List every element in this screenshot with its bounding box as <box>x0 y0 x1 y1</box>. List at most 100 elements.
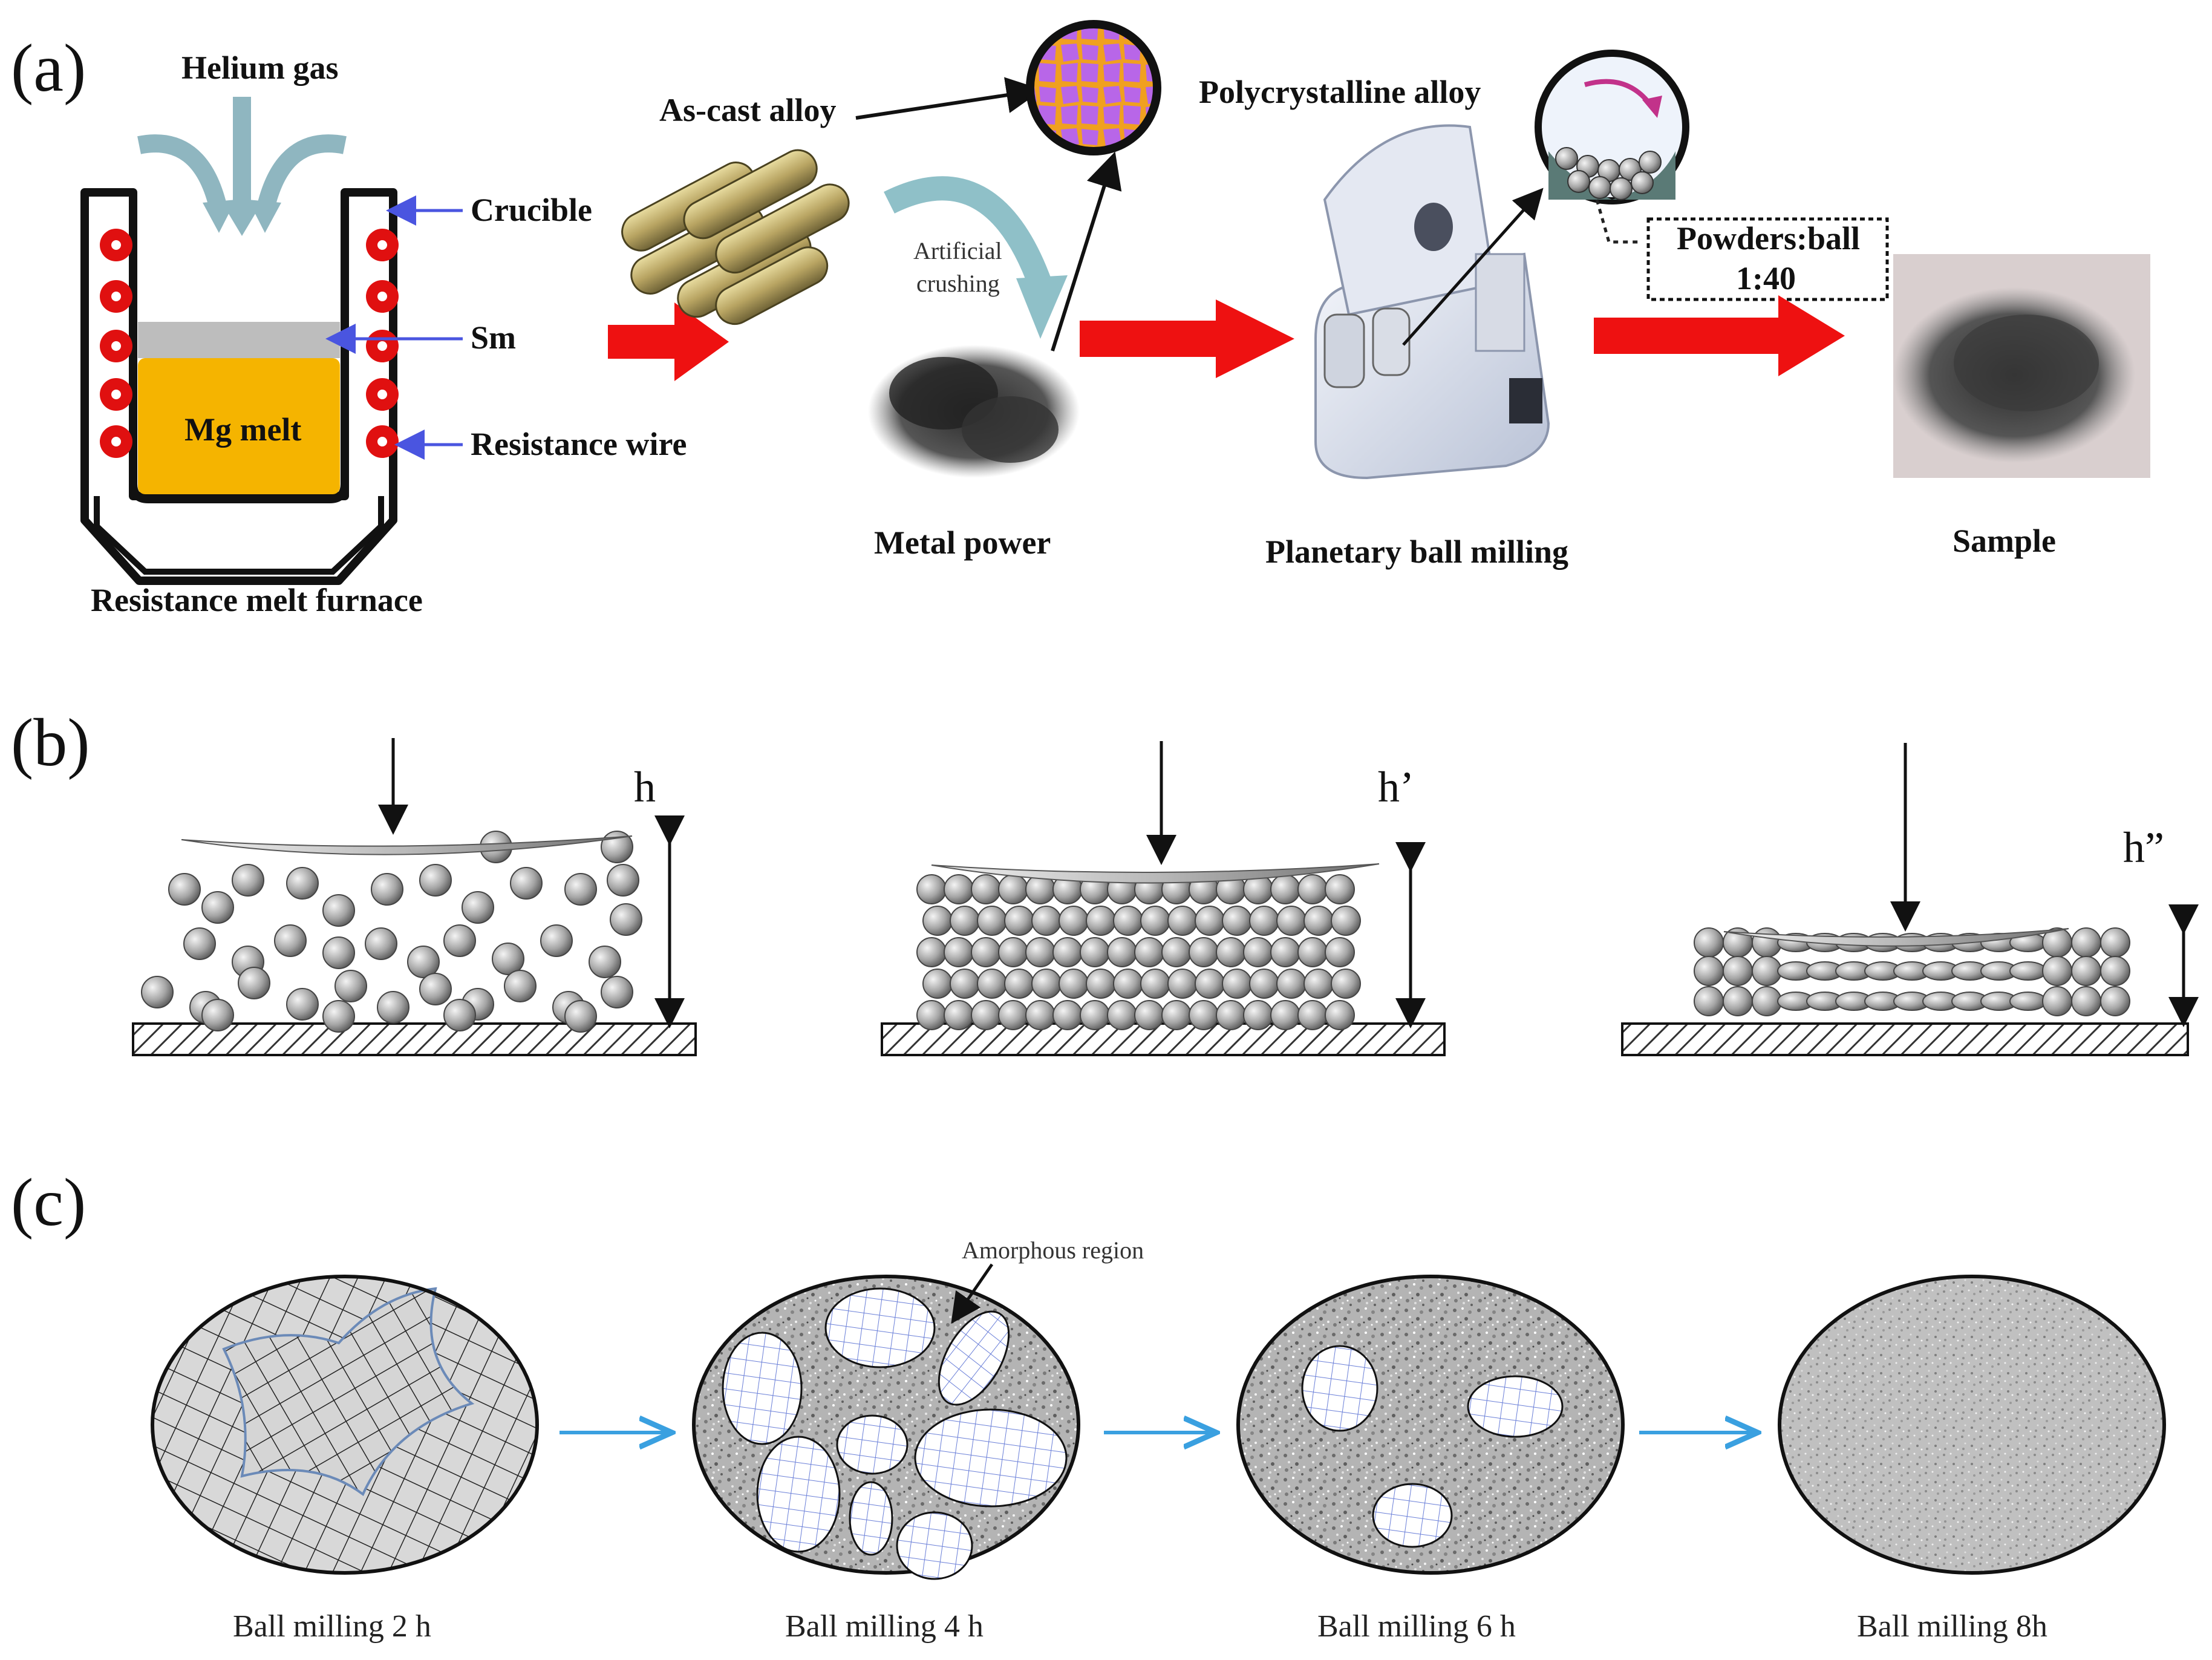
powder-particle <box>1113 906 1143 936</box>
powder-particle <box>998 1000 1028 1030</box>
powder-particle <box>1297 937 1328 967</box>
stage-b3-compressed-powder <box>1621 743 2199 1056</box>
powder-particle <box>1303 969 1334 999</box>
powder-particle <box>419 864 452 897</box>
powder-particle <box>922 969 953 999</box>
crushing-label: crushing <box>916 270 1000 297</box>
powder-particle <box>443 924 476 957</box>
powder-particle <box>971 1000 1001 1030</box>
powder-particle <box>201 999 234 1031</box>
powder-particle <box>510 867 543 900</box>
stage-label-8h: Ball milling 8h <box>1857 1609 2047 1644</box>
powder-particle <box>916 1000 947 1030</box>
panel-label-c: (c) <box>11 1165 86 1240</box>
powder-particle <box>1059 969 1089 999</box>
height-label-h-double-prime: h” <box>2123 823 2164 872</box>
powder-particle <box>322 1000 355 1033</box>
powder-particle <box>1297 1000 1328 1030</box>
stage-c1-crystalline-grains <box>151 1275 539 1575</box>
sm-label: Sm <box>471 319 516 356</box>
resistance-wire-label: Resistance wire <box>471 426 687 462</box>
powder-particle <box>232 864 264 897</box>
metal-power-label: Metal power <box>874 524 1051 561</box>
powder-particle <box>998 937 1028 967</box>
artificial-label: Artificial <box>913 237 1002 264</box>
powder-particle <box>371 873 403 906</box>
powder-particle <box>1331 969 1361 999</box>
powder-particle <box>1134 937 1164 967</box>
powder-particle <box>1189 937 1219 967</box>
powder-particle <box>1694 986 1724 1016</box>
milling-jar-detail <box>1535 50 1689 204</box>
powder-particle <box>2071 956 2101 986</box>
powder-particle <box>2100 927 2130 958</box>
amorphous-pointer <box>951 1263 994 1324</box>
powder-particle <box>1140 906 1170 936</box>
mill-to-jar-arrow <box>1402 188 1544 346</box>
powder-particle <box>2009 992 2047 1011</box>
powder-particle <box>286 867 319 900</box>
sample-photo <box>1893 254 2150 478</box>
stage-c4-fully-amorphous <box>1778 1275 2166 1575</box>
powder-particle <box>1025 1000 1055 1030</box>
powder-particle <box>1249 969 1279 999</box>
stage-c3-mostly-amorphous <box>1236 1275 1625 1575</box>
powder-particle <box>168 873 201 906</box>
powder-particle <box>589 946 621 978</box>
as-cast-to-poly-arrow <box>855 77 1043 120</box>
powder-particle <box>1059 906 1089 936</box>
powder-particle <box>1276 969 1307 999</box>
powders-ball-label: Powders:ball <box>1677 220 1860 257</box>
powder-particle <box>944 874 974 904</box>
powder-particle <box>1243 1000 1273 1030</box>
powder-particle <box>540 924 573 957</box>
powder-particle <box>607 864 639 897</box>
powder-particle <box>971 937 1001 967</box>
powder-particle <box>1270 1000 1300 1030</box>
sample-label: Sample <box>1953 523 2056 559</box>
powder-particle <box>1195 906 1225 936</box>
powder-particle <box>950 906 980 936</box>
stage-b1-loose-powder <box>132 738 697 1056</box>
powder-particle <box>238 967 270 999</box>
crucible-label: Crucible <box>471 192 592 228</box>
powder-particle <box>1031 969 1062 999</box>
powder-particle <box>1270 874 1300 904</box>
powder-particle <box>1167 906 1198 936</box>
metal-powder-image <box>868 345 1080 478</box>
powder-particle <box>286 988 319 1021</box>
powder-particle <box>1107 937 1137 967</box>
powder-particle <box>322 894 355 927</box>
powder-particle <box>977 969 1007 999</box>
amorphous-region-label: Amorphous region <box>962 1237 1144 1264</box>
powder-particle <box>1243 937 1273 967</box>
helium-flow-icon <box>137 97 347 236</box>
mg-melt-label: Mg melt <box>184 411 301 448</box>
polycrystalline-alloy-label: Polycrystalline alloy <box>1199 74 1481 110</box>
powder-particle <box>1161 937 1192 967</box>
as-cast-alloy-label: As-cast alloy <box>659 92 836 128</box>
powder-particle <box>1140 969 1170 999</box>
powder-particle <box>1723 986 1753 1016</box>
powder-particle <box>1723 956 1753 986</box>
powder-particle <box>1276 906 1307 936</box>
powder-particle <box>1189 1000 1219 1030</box>
powder-particle <box>1303 906 1334 936</box>
powder-particle <box>2071 986 2101 1016</box>
powder-particle <box>1086 906 1116 936</box>
stage-label-2h: Ball milling 2 h <box>233 1609 431 1644</box>
powder-particle <box>1052 937 1083 967</box>
planetary-ball-mill-machine <box>1314 124 1550 480</box>
powder-particle <box>971 874 1001 904</box>
panel-label-a: (a) <box>11 31 86 106</box>
sm-layer <box>138 322 340 358</box>
stage-label-4h: Ball milling 4 h <box>785 1609 984 1644</box>
powder-particle <box>1167 969 1198 999</box>
powder-particle <box>1325 874 1355 904</box>
powder-particle <box>1297 874 1328 904</box>
powder-particle <box>141 976 174 1008</box>
powder-particle <box>998 874 1028 904</box>
powder-particle <box>2071 927 2101 958</box>
powder-ball-ratio-box <box>1646 217 1889 301</box>
